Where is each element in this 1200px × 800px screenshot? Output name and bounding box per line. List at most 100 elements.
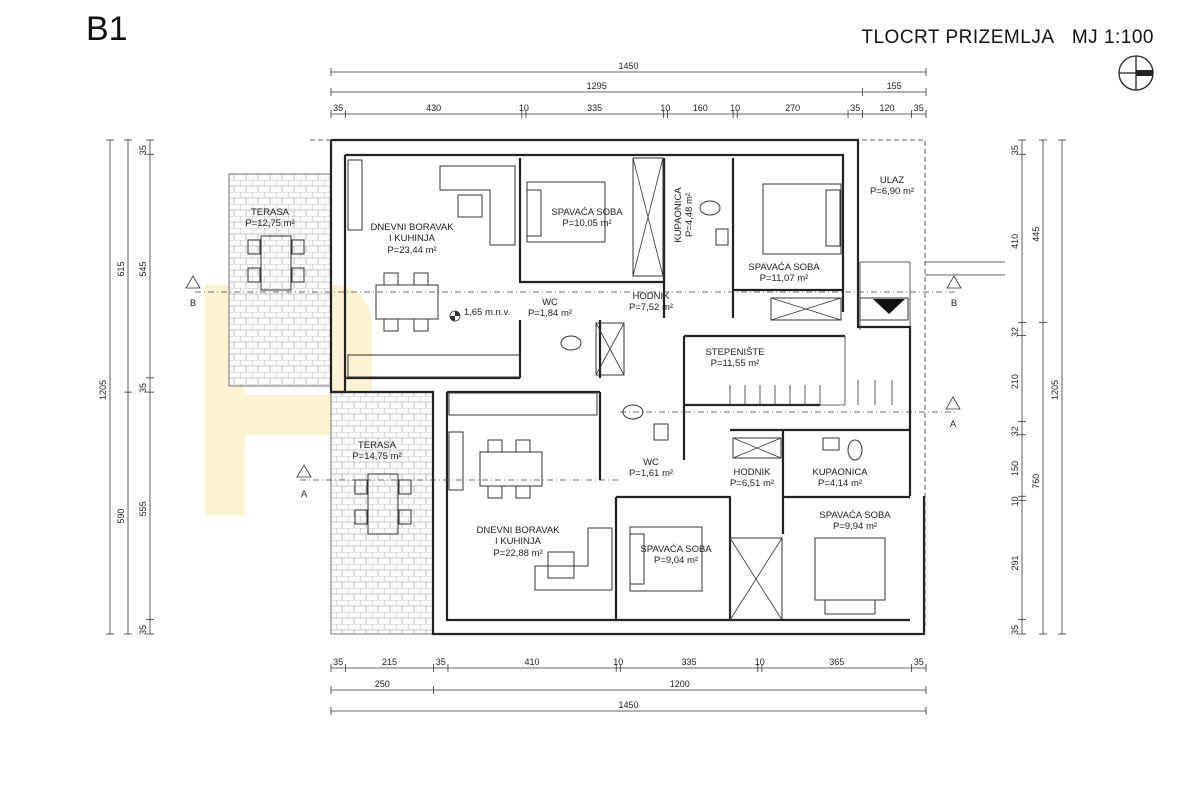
dimension-value: 10: [519, 103, 529, 113]
dimension-value: 291: [1010, 555, 1020, 570]
dimension-value: 215: [382, 657, 397, 667]
plan-id: B1: [86, 10, 128, 48]
room-area-kupaonica-2: P=4,14 m²: [818, 478, 862, 489]
dimension-value: 35: [333, 657, 343, 667]
room-area-hodnik-1: P=7,52 m²: [629, 302, 673, 313]
room-area-ulaz: P=6,90 m²: [870, 186, 914, 197]
dimension-value: 10: [613, 657, 623, 667]
dimension-value: 270: [785, 103, 800, 113]
level-mark: [449, 310, 461, 322]
staircase: [690, 299, 905, 406]
room-name-kupaonica-2: KUPAONICA: [812, 467, 868, 478]
section-mark-a-left: A: [301, 489, 308, 500]
dimension-value: 32: [1010, 426, 1020, 436]
dimension-value: 335: [682, 657, 697, 667]
room-name2-dnevni-2: I KUHINJA: [495, 536, 542, 547]
room-area-soba-3: P=9,94 m²: [833, 521, 877, 532]
dimension-value: 615: [116, 262, 126, 277]
room-name-wc-1: WC: [542, 297, 558, 308]
room-area-hodnik-2: P=6,51 m²: [730, 478, 774, 489]
dimension-value: 35: [1010, 145, 1020, 155]
room-area-terasa-1: P=12,75 m²: [245, 218, 294, 229]
dimension-value: 760: [1031, 474, 1041, 489]
plan-scale: MJ 1:100: [1071, 27, 1154, 48]
north-arrow-icon: [1118, 55, 1154, 91]
dimension-value: 1205: [98, 380, 108, 400]
dimension-value: 10: [755, 657, 765, 667]
wardrobes: [595, 157, 909, 621]
room-area-soba-4: P=9,04 m²: [654, 555, 698, 566]
room-name-terasa-2: TERASA: [358, 440, 397, 451]
room-name-dnevni-1: DNEVNI BORAVAK: [370, 222, 454, 233]
sanitary: [560, 200, 863, 461]
room-name-soba-4: SPAVAĆA SOBA: [640, 544, 712, 555]
plan-title-text: TLOCRT PRIZEMLJA: [861, 27, 1055, 48]
dimension-value: 35: [914, 657, 924, 667]
dimension-value: 410: [1010, 234, 1020, 249]
dimension-value: 335: [587, 103, 602, 113]
room-area-dnevni-1: P=23,44 m²: [387, 245, 436, 256]
room-area-kupaonica-1: P=4,48 m²: [684, 193, 695, 237]
dimension-value: 35: [138, 625, 148, 635]
dimension-value: 1295: [587, 81, 607, 91]
room-area-terasa-2: P=14,75 m²: [352, 451, 401, 462]
dimension-value: 365: [829, 657, 844, 667]
dimension-value: 590: [116, 509, 126, 524]
dimension-value: 155: [887, 81, 902, 91]
watermark-logo: [205, 285, 372, 515]
walls: [310, 138, 1005, 636]
dimension-value: 150: [1010, 461, 1020, 476]
dimension-value: 35: [914, 103, 924, 113]
furniture: [247, 159, 613, 591]
room-area-soba-1: P=10,05 m²: [562, 218, 611, 229]
room-area-stepeniste: P=11,55 m²: [711, 358, 760, 369]
room-name2-dnevni-1: I KUHINJA: [389, 233, 436, 244]
dimension-value: 1205: [1050, 380, 1060, 400]
room-name-wc-2: WC: [643, 457, 659, 468]
dimension-value: 1200: [670, 679, 690, 689]
dimension-value: 160: [693, 103, 708, 113]
entrance-arrow-icon: [873, 299, 905, 314]
dimension-value: 35: [436, 657, 446, 667]
dimension-value: 10: [660, 103, 670, 113]
section-mark-b-right: B: [951, 298, 957, 309]
level-mark-label: 1,65 m.n.v.: [464, 307, 510, 318]
dimension-lines: 1450 1295 155 35 430 10 335 10 160 10 270 35 120 35 35…: [98, 61, 1066, 715]
beds: [526, 181, 886, 615]
room-name-hodnik-1: HODNIK: [633, 291, 671, 302]
dimension-value: 35: [850, 103, 860, 113]
dimension-value: 445: [1031, 227, 1041, 242]
room-name-soba-3: SPAVAĆA SOBA: [819, 510, 891, 521]
terrace-paving-lower: [330, 391, 434, 635]
room-name-kupaonica-1: KUPAONICA: [673, 187, 684, 243]
dimension-value: 1450: [618, 700, 638, 710]
room-name-hodnik-2: HODNIK: [734, 467, 772, 478]
dimension-value: 250: [375, 679, 390, 689]
dimension-value: 430: [426, 103, 441, 113]
room-area-wc-2: P=1,61 m²: [629, 468, 673, 479]
dimension-value: 120: [880, 103, 895, 113]
dimension-value: 10: [1010, 496, 1020, 506]
dimension-value: 410: [525, 657, 540, 667]
room-area-wc-1: P=1,84 m²: [528, 308, 572, 319]
room-area-soba-2: P=11,07 m²: [760, 273, 809, 284]
dimension-value: 210: [1010, 374, 1020, 389]
dimension-value: 545: [138, 262, 148, 277]
section-mark-a-right: A: [950, 419, 957, 430]
room-name-soba-2: SPAVAĆA SOBA: [748, 262, 820, 273]
plan-title: TLOCRT PRIZEMLJA MJ 1:100: [861, 27, 1154, 49]
dimension-value: 35: [333, 103, 343, 113]
dimension-value: 555: [138, 501, 148, 516]
terrace-paving-upper: [228, 173, 332, 387]
room-name-dnevni-2: DNEVNI BORAVAK: [476, 525, 560, 536]
dimension-value: 35: [1010, 625, 1020, 635]
room-name-ulaz: ULAZ: [880, 175, 904, 186]
dimension-value: 32: [1010, 327, 1020, 337]
dimension-value: 35: [138, 383, 148, 393]
dimension-value: 1450: [618, 61, 638, 71]
room-name-soba-1: SPAVAĆA SOBA: [551, 207, 623, 218]
dimension-value: 10: [730, 103, 740, 113]
room-name-stepeniste: STEPENIŠTE: [705, 347, 764, 358]
